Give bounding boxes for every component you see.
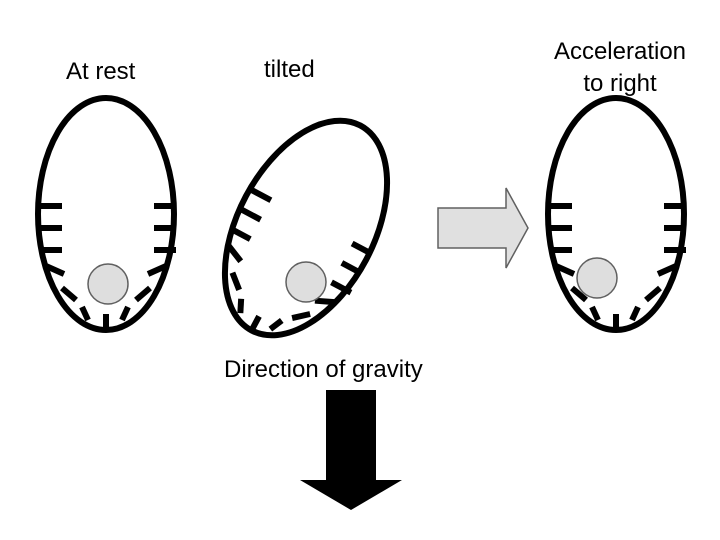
hair-cell	[239, 206, 262, 223]
tilted-otolith	[285, 261, 327, 303]
hair-cell	[629, 305, 641, 322]
hair-cell	[644, 285, 662, 303]
acceleration-otolith	[576, 257, 618, 299]
gravity-label: Direction of gravity	[224, 356, 423, 383]
acceleration-label: Acceleration to right	[530, 36, 710, 100]
rest-chamber	[35, 95, 177, 333]
hair-cell	[134, 285, 152, 303]
hair-cell	[248, 314, 262, 332]
hair-cell	[250, 187, 273, 203]
hair-cell	[146, 263, 168, 277]
gravity-arrow	[300, 390, 402, 510]
rest-otolith	[87, 263, 129, 305]
hair-cell	[589, 305, 601, 322]
tilted-label: tilted	[264, 56, 315, 83]
hair-cell	[268, 318, 284, 332]
hair-cell	[237, 298, 245, 314]
acceleration-label-line1: Acceleration	[553, 38, 687, 65]
hair-cell	[350, 240, 373, 257]
hair-cell	[554, 263, 576, 277]
acceleration-label-line2: to right	[583, 70, 657, 97]
acceleration-hair-cells	[550, 203, 686, 330]
tilted-chamber-outline	[221, 117, 391, 339]
hair-cell	[60, 285, 78, 303]
at-rest-label: At rest	[66, 58, 136, 85]
hair-cell	[229, 271, 242, 291]
hair-cell	[79, 305, 91, 322]
acceleration-arrow	[437, 187, 529, 269]
hair-cell	[314, 297, 335, 306]
hair-cell	[340, 260, 363, 276]
hair-cell	[570, 285, 588, 303]
hair-cell	[119, 305, 131, 322]
hair-cell	[229, 226, 252, 242]
acceleration-chamber	[545, 95, 687, 333]
hair-cell	[291, 311, 311, 321]
hair-cell	[44, 263, 66, 277]
hair-cell	[656, 263, 678, 277]
acceleration-chamber-outline	[545, 95, 687, 333]
hair-cell	[330, 279, 353, 296]
hair-cell	[226, 243, 244, 264]
tilted-chamber	[221, 117, 391, 339]
tilted-hair-cells	[226, 187, 373, 332]
rest-hair-cells	[40, 203, 176, 330]
